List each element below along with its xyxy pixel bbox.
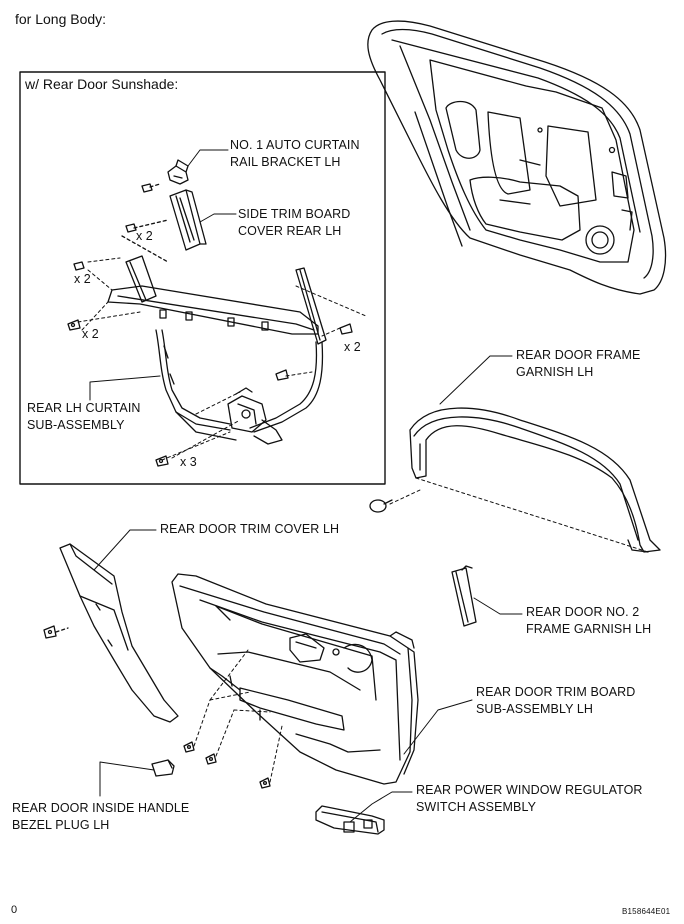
trim-board-screws [183,741,271,789]
garnish-clip-drawing [369,499,393,513]
label-auto-curtain-bracket: NO. 1 AUTO CURTAIN RAIL BRACKET LH [230,138,360,169]
label-frame-garnish-no2: REAR DOOR NO. 2 FRAME GARNISH LH [526,605,652,636]
inset-screws [67,261,353,467]
screw-trim [121,219,169,263]
inset-title: w/ Rear Door Sunshade: [25,76,179,92]
qty-rail-screws-right: x 2 [344,340,361,354]
curtain-rail-drawing [107,255,327,441]
curtain-motor-drawing [227,387,283,445]
trim-board-dash-lines [193,649,283,783]
qty-motor-screws: x 3 [180,455,197,469]
window-switch-drawing [315,805,385,835]
qty-side-trim-screws: x 2 [136,229,153,243]
trim-cover-screw [43,625,69,639]
qty-rail-screws-left: x 2 [82,327,99,341]
frame-garnish-drawing [409,407,661,553]
page-title: for Long Body: [15,11,107,27]
label-trim-board: REAR DOOR TRIM BOARD SUB-ASSEMBLY LH [476,685,636,716]
figure-id: B158644E01 [622,907,671,916]
screw-bracket [141,183,161,193]
label-window-switch: REAR POWER WINDOW REGULATOR SWITCH ASSEM… [416,783,643,814]
inset-frame [19,71,386,485]
bezel-plug-drawing [151,759,175,777]
label-side-trim-board: SIDE TRIM BOARD COVER REAR LH [238,207,351,238]
label-trim-cover: REAR DOOR TRIM COVER LH [160,522,340,536]
curtain-bracket-drawing [167,159,189,185]
label-curtain-sub-assembly: REAR LH CURTAIN SUB-ASSEMBLY [27,401,141,432]
frame-garnish-no2-drawing [451,565,477,627]
page-number: 0 [11,904,18,916]
rear-door-shell-drawing [367,20,667,295]
qty-rail-screws-upper: x 2 [74,272,91,286]
label-frame-garnish: REAR DOOR FRAME GARNISH LH [516,348,641,379]
trim-board-drawing [171,573,419,785]
label-inside-handle-plug: REAR DOOR INSIDE HANDLE BEZEL PLUG LH [12,801,190,832]
trim-cover-drawing [59,543,179,723]
side-trim-board-drawing [169,189,207,251]
inset-dash-lines [77,257,367,461]
